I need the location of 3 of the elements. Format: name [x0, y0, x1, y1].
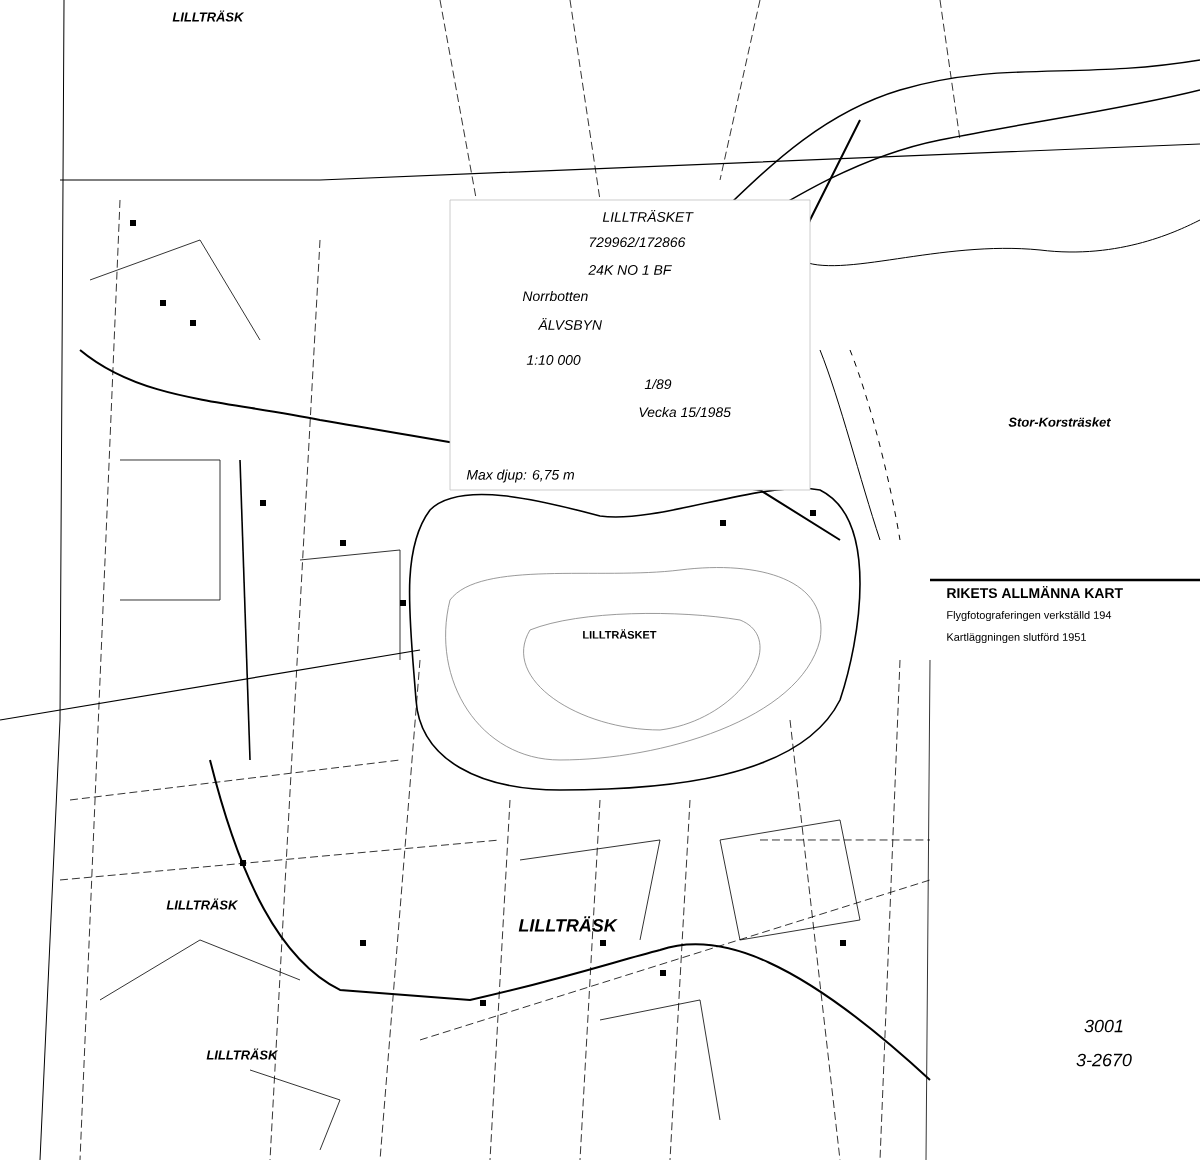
place-name: LILLTRÄSK — [518, 916, 618, 932]
sheet-number: 3001 — [1084, 1019, 1123, 1033]
sheet-number: 3-2670 — [1076, 1053, 1132, 1067]
